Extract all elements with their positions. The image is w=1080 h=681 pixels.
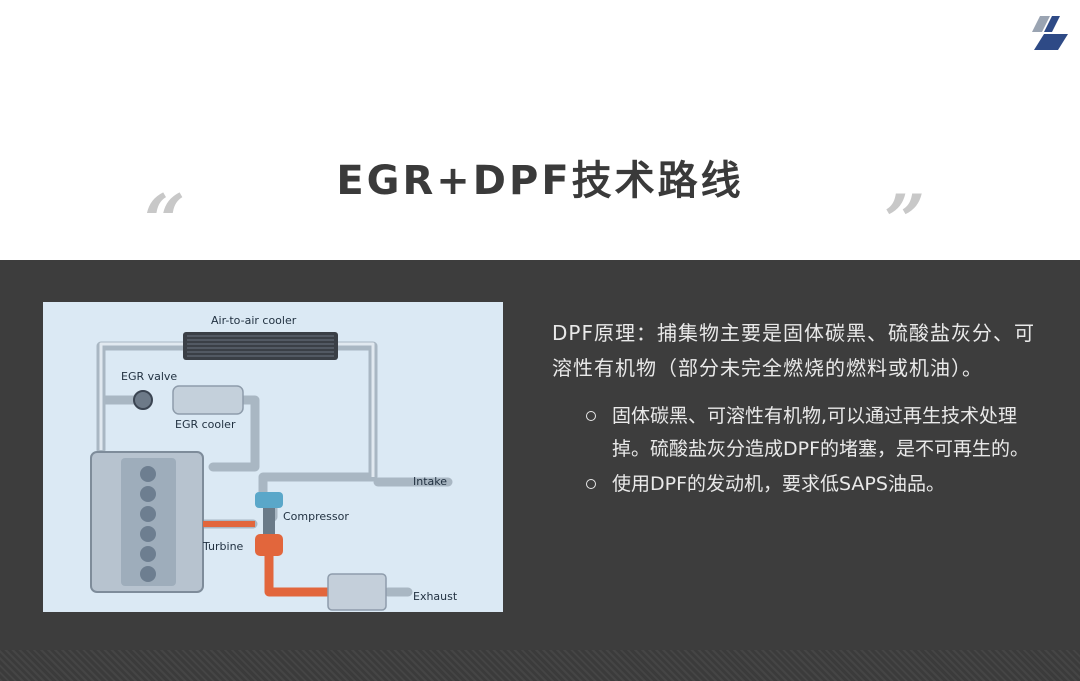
engine-block [90,451,204,593]
quote-mark-right: ” [884,178,926,263]
turbocharger [203,492,328,597]
bullet-item: 固体碳黑、可溶性有机物,可以通过再生技术处理掉。硫酸盐灰分造成DPF的堵塞，是不… [586,400,1042,466]
label-turbine: Turbine [202,540,244,553]
dpf-principle: DPF原理：捕集物主要是固体碳黑、硫酸盐灰分、可溶性有机物（部分未完全燃烧的燃料… [552,321,1035,380]
bullet-item: 使用DPF的发动机，要求低SAPS油品。 [586,468,1042,501]
label-egr-cooler: EGR cooler [175,418,236,431]
dpf-text-block: DPF原理：捕集物主要是固体碳黑、硫酸盐灰分、可溶性有机物（部分未完全燃烧的燃料… [552,316,1042,503]
header-area: “ EGR+DPF技术路线 ” [0,0,1080,260]
air-cooler [183,332,338,360]
label-egr-valve: EGR valve [121,370,177,383]
bullet-circle-icon [586,479,596,489]
label-intake: Intake [413,475,447,488]
egr-cooler [172,385,244,415]
slide-title: EGR+DPF技术路线 [336,158,744,204]
label-exhaust: Exhaust [413,590,458,603]
bottom-texture [0,650,1080,681]
pipe-highlights [99,342,375,477]
bullet-text: 固体碳黑、可溶性有机物,可以通过再生技术处理掉。硫酸盐灰分造成DPF的堵塞，是不… [612,405,1030,460]
exhaust-muffler [327,573,387,611]
logo-icon [1032,16,1068,50]
quote-mark-left: “ [144,178,186,263]
egr-dpf-diagram: Air-to-air cooler EGR valve EGR cooler [43,302,503,612]
bullet-text: 使用DPF的发动机，要求低SAPS油品。 [612,473,945,495]
egr-valve [133,390,153,410]
bullet-circle-icon [586,411,596,421]
label-compressor: Compressor [283,510,349,523]
label-air-cooler: Air-to-air cooler [211,314,297,327]
bullet-list: 固体碳黑、可溶性有机物,可以通过再生技术处理掉。硫酸盐灰分造成DPF的堵塞，是不… [552,400,1042,501]
